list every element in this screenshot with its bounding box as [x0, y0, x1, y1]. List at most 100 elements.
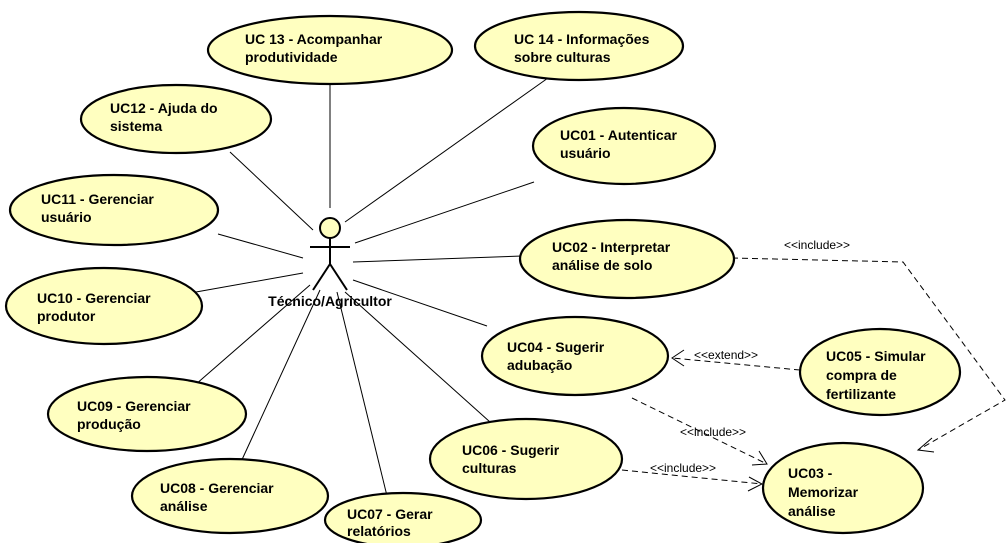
use-case-label: UC12 - Ajuda do sistema — [110, 100, 222, 134]
use-case-label: UC 13 - Acompanhar produtividade — [245, 31, 386, 65]
use-case-label-line: UC10 - Gerenciar — [37, 290, 151, 306]
use-case-uc13[interactable]: UC 13 - Acompanhar produtividade — [206, 14, 454, 86]
use-case-uc11[interactable]: UC11 - Gerenciar usuário — [8, 173, 220, 247]
include-arrowhead-uc03-right — [916, 437, 935, 453]
use-case-ellipse — [531, 106, 717, 186]
use-case-label-line: produção — [77, 416, 141, 432]
use-case-ellipse — [206, 14, 454, 86]
use-case-label-line: UC02 - Interpretar — [552, 239, 671, 255]
association-uc04 — [352, 279, 488, 327]
actor-name: Técnico/Agricultor — [268, 293, 392, 309]
use-case-label-line: análise de solo — [552, 257, 652, 273]
use-case-uc14[interactable]: UC 14 - Informações sobre culturas — [473, 10, 685, 82]
association-uc02 — [352, 255, 523, 263]
use-case-uc08[interactable]: UC08 - Gerenciar análise — [130, 457, 330, 535]
use-case-label: UC11 - Gerenciar usuário — [41, 191, 158, 225]
use-case-label-line: UC09 - Gerenciar — [77, 398, 191, 414]
use-case-label: UC04 - Sugerir adubação — [507, 339, 608, 373]
use-case-label: UC08 - Gerenciar análise — [160, 480, 278, 514]
include-line-uc02-uc03 — [731, 257, 1006, 451]
actor-right-leg — [329, 263, 348, 291]
use-case-uc12[interactable]: UC12 - Ajuda do sistema — [79, 83, 273, 155]
use-case-label: UC07 - Gerar relatórios — [347, 506, 436, 539]
actor-left-leg — [312, 263, 331, 291]
use-case-ellipse — [130, 457, 330, 535]
use-case-ellipse — [46, 375, 248, 453]
association-uc10 — [195, 272, 304, 293]
use-case-label-line: UC07 - Gerar — [347, 506, 433, 522]
use-case-label-line: UC04 - Sugerir — [507, 339, 605, 355]
use-case-label-line: análise — [788, 503, 836, 519]
association-uc09 — [194, 284, 311, 386]
use-case-label-line: UC03 - — [788, 465, 833, 481]
use-case-label-line: UC 13 - Acompanhar — [245, 31, 383, 47]
use-case-ellipse — [428, 417, 624, 501]
use-case-label-line: adubação — [507, 357, 572, 373]
actor-tecnico-agricultor: Técnico/Agricultor — [268, 217, 392, 309]
use-case-label: UC05 - Simular compra de fertilizante — [826, 348, 929, 402]
use-case-uc10[interactable]: UC10 - Gerenciar produtor — [4, 266, 204, 346]
associations — [194, 77, 549, 501]
use-case-uc05[interactable]: UC05 - Simular compra de fertilizante — [798, 327, 962, 417]
use-case-ellipse — [518, 218, 736, 300]
use-case-label-line: Memorizar — [788, 484, 859, 500]
association-uc14 — [344, 77, 549, 223]
use-case-label-line: análise — [160, 498, 208, 514]
use-case-uc07[interactable]: UC07 - Gerar relatórios — [323, 491, 483, 543]
association-uc06 — [344, 291, 491, 423]
use-case-ellipse — [480, 315, 670, 397]
use-case-label: UC10 - Gerenciar produtor — [37, 290, 155, 324]
extend-label-uc05-uc04: <<extend>> — [694, 348, 758, 362]
use-case-label-line: sistema — [110, 118, 162, 134]
extend-arrowhead-uc04 — [671, 349, 685, 367]
include-label-uc04-uc03: <<include>> — [680, 425, 746, 439]
use-case-ellipse — [8, 173, 220, 247]
use-case-label-line: UC 14 - Informações — [514, 31, 650, 47]
association-uc12 — [229, 151, 314, 231]
include-arrowhead-uc03-top — [751, 450, 768, 466]
extend-line-uc05-uc04 — [671, 357, 801, 371]
use-case-uc06[interactable]: UC06 - Sugerir culturas — [428, 417, 624, 501]
use-case-label-line: UC12 - Ajuda do — [110, 100, 218, 116]
use-case-ellipse — [761, 441, 925, 535]
use-case-label: UC01 - Autenticar usuário — [560, 127, 681, 161]
use-case-uc02[interactable]: UC02 - Interpretar análise de solo — [518, 218, 736, 300]
use-case-label-line: culturas — [462, 460, 517, 476]
use-case-label-line: usuário — [41, 209, 92, 225]
use-case-label: UC02 - Interpretar análise de solo — [552, 239, 674, 273]
use-case-label-line: compra de — [826, 367, 897, 383]
association-uc07 — [336, 291, 389, 501]
use-case-ellipse — [798, 327, 962, 417]
include-line-uc04-uc03 — [631, 397, 768, 465]
use-case-label-line: sobre culturas — [514, 49, 611, 65]
use-case-uc04[interactable]: UC04 - Sugerir adubação — [480, 315, 670, 397]
use-case-label-line: relatórios — [347, 523, 411, 539]
use-case-ellipse — [79, 83, 273, 155]
use-case-label-line: UC08 - Gerenciar — [160, 480, 274, 496]
use-case-label-line: UC11 - Gerenciar — [41, 191, 154, 207]
use-case-label-line: UC05 - Simular — [826, 348, 926, 364]
use-case-label-line: UC01 - Autenticar — [560, 127, 678, 143]
dependencies: <<include>> <<extend>> <<include>> <<inc… — [621, 238, 1006, 492]
include-label-uc06-uc03: <<include>> — [650, 461, 716, 475]
use-case-label: UC09 - Gerenciar produção — [77, 398, 195, 432]
use-case-label-line: produtor — [37, 308, 96, 324]
use-case-ellipse — [323, 491, 483, 543]
include-arrowhead-uc03-left — [747, 476, 764, 492]
use-case-uc03[interactable]: UC03 - Memorizar análise — [761, 441, 925, 535]
actor-head — [319, 217, 341, 239]
use-case-label-line: produtividade — [245, 49, 338, 65]
association-uc08 — [239, 289, 321, 465]
include-label-uc02-uc03: <<include>> — [784, 238, 850, 252]
use-case-uc09[interactable]: UC09 - Gerenciar produção — [46, 375, 248, 453]
use-case-label: UC 14 - Informações sobre culturas — [514, 31, 653, 65]
use-case-label-line: fertilizante — [826, 386, 896, 402]
use-case-label-line: UC06 - Sugerir — [462, 442, 560, 458]
use-case-label-line: usuário — [560, 145, 611, 161]
use-case-ellipse — [4, 266, 204, 346]
use-case-uc01[interactable]: UC01 - Autenticar usuário — [531, 106, 717, 186]
use-case-label: UC03 - Memorizar análise — [788, 465, 862, 519]
use-case-ellipse — [473, 10, 685, 82]
association-uc01 — [354, 181, 535, 244]
